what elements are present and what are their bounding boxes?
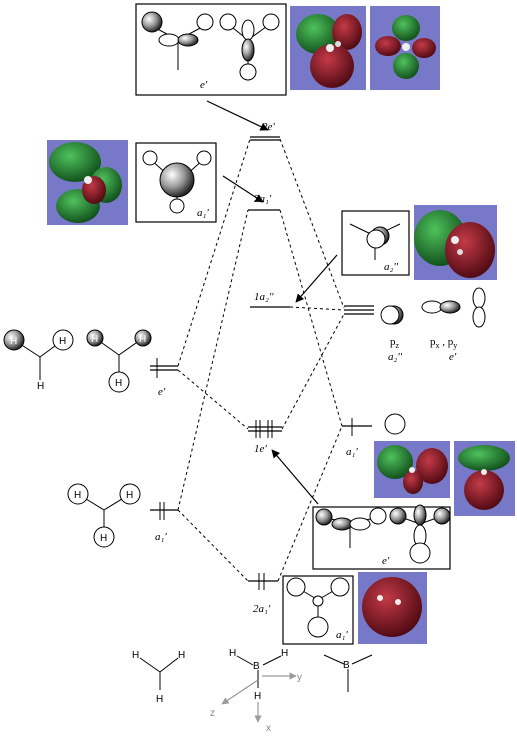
h3-e-label: e' (158, 386, 166, 398)
b-py-orbital-icon (472, 287, 486, 328)
box-left-a1-s-icon (159, 162, 195, 198)
svg-text:H: H (91, 334, 98, 345)
b-pxy-label: px , py (430, 336, 457, 350)
box-left-a1-label: a₁' (197, 207, 209, 219)
b-p-level (344, 305, 374, 315)
box-bottom-a1-label: a₁' (336, 629, 348, 641)
box-bottom-a1: a₁' (282, 575, 354, 645)
level-2e-label: 2e' (262, 121, 275, 133)
svg-text:H: H (132, 650, 139, 661)
svg-text:H: H (229, 648, 236, 659)
h3-e-sketch-2: H H H (86, 329, 152, 393)
orbital-render-bottom-e-2 (454, 441, 515, 516)
h3-a1-label: a₁' (155, 531, 167, 543)
level-3a1-label: 3a₁' (253, 193, 272, 205)
svg-text:H: H (254, 691, 261, 702)
svg-text:H: H (281, 648, 288, 659)
box-bottom-e: e' (312, 504, 451, 570)
svg-text:H: H (115, 378, 122, 389)
orbital-render-top-e-1 (290, 6, 366, 90)
svg-text:B: B (343, 660, 350, 671)
svg-text:B: B (253, 661, 260, 672)
b-pxy-sym: e' (449, 351, 457, 363)
box-top-e: e' (135, 3, 287, 96)
b-fragment-structure: B (323, 654, 373, 692)
h3-e-level (150, 358, 178, 378)
box-right-a2: a₂'' (341, 210, 410, 276)
pointer-arrows (206, 100, 338, 505)
h3-a1-sketch: H H H (67, 483, 141, 548)
svg-text:H: H (100, 533, 107, 544)
b-s-level (342, 418, 372, 436)
axis-z-label: z (210, 708, 215, 719)
correlation-lines (177, 138, 345, 582)
b-pz-sym: a₂'' (388, 351, 403, 363)
b-a1-label: a₁' (346, 446, 358, 458)
box-left-a1: a₁' (135, 142, 217, 223)
svg-text:H: H (59, 336, 66, 347)
h3-structure: H H H (132, 650, 185, 705)
box-right-a2-label: a₂'' (384, 261, 399, 273)
h3-fragment-levels: e' a₁' (150, 358, 178, 543)
orbital-render-top-e-2 (370, 6, 440, 90)
box-top-e-label: e' (200, 79, 208, 91)
level-2a1-label: 2a₁' (253, 603, 271, 615)
level-1e-label: 1e' (254, 443, 267, 455)
b-pz-orbital-icon (380, 305, 404, 325)
b-pz-label: pz (390, 336, 400, 350)
bottom-e-sketch-2 (389, 504, 451, 564)
top-e-sketch-1 (141, 11, 214, 70)
bh3-structure: H B H H (229, 648, 288, 702)
coordinate-axes: y z x (210, 672, 302, 734)
orbital-render-right-a2 (414, 205, 497, 280)
orbital-render-left-a1 (47, 140, 128, 225)
axis-y-label: y (297, 672, 302, 683)
svg-text:H: H (10, 336, 17, 347)
b-px-orbital-icon (421, 300, 461, 314)
b-s-orbital-icon (384, 413, 406, 435)
orbital-render-bottom-e-1 (374, 441, 450, 498)
axis-x-label: x (266, 723, 271, 734)
svg-text:H: H (178, 650, 185, 661)
svg-text:H: H (37, 381, 44, 392)
svg-text:H: H (156, 694, 163, 705)
level-1e-pair (248, 420, 282, 438)
orbital-render-bottom-a1 (358, 572, 427, 644)
top-e-sketch-2 (219, 13, 280, 81)
h3-e-sketch-1: H H H (3, 329, 74, 392)
level-2a1-pair (248, 573, 278, 590)
bottom-e-sketch-1 (315, 507, 387, 548)
svg-text:H: H (126, 490, 133, 501)
svg-text:H: H (139, 334, 146, 345)
svg-text:H: H (74, 490, 81, 501)
h3-a1-level (150, 502, 178, 520)
level-1a2-label: 1a₂'' (254, 291, 274, 303)
box-bottom-e-label: e' (382, 555, 390, 567)
b-fragment-levels: a₁' pz a₂'' px , py e' (342, 287, 486, 458)
mo-levels: 2e' 3a₁' 1a₂'' 1e' 2a₁' (248, 121, 290, 615)
